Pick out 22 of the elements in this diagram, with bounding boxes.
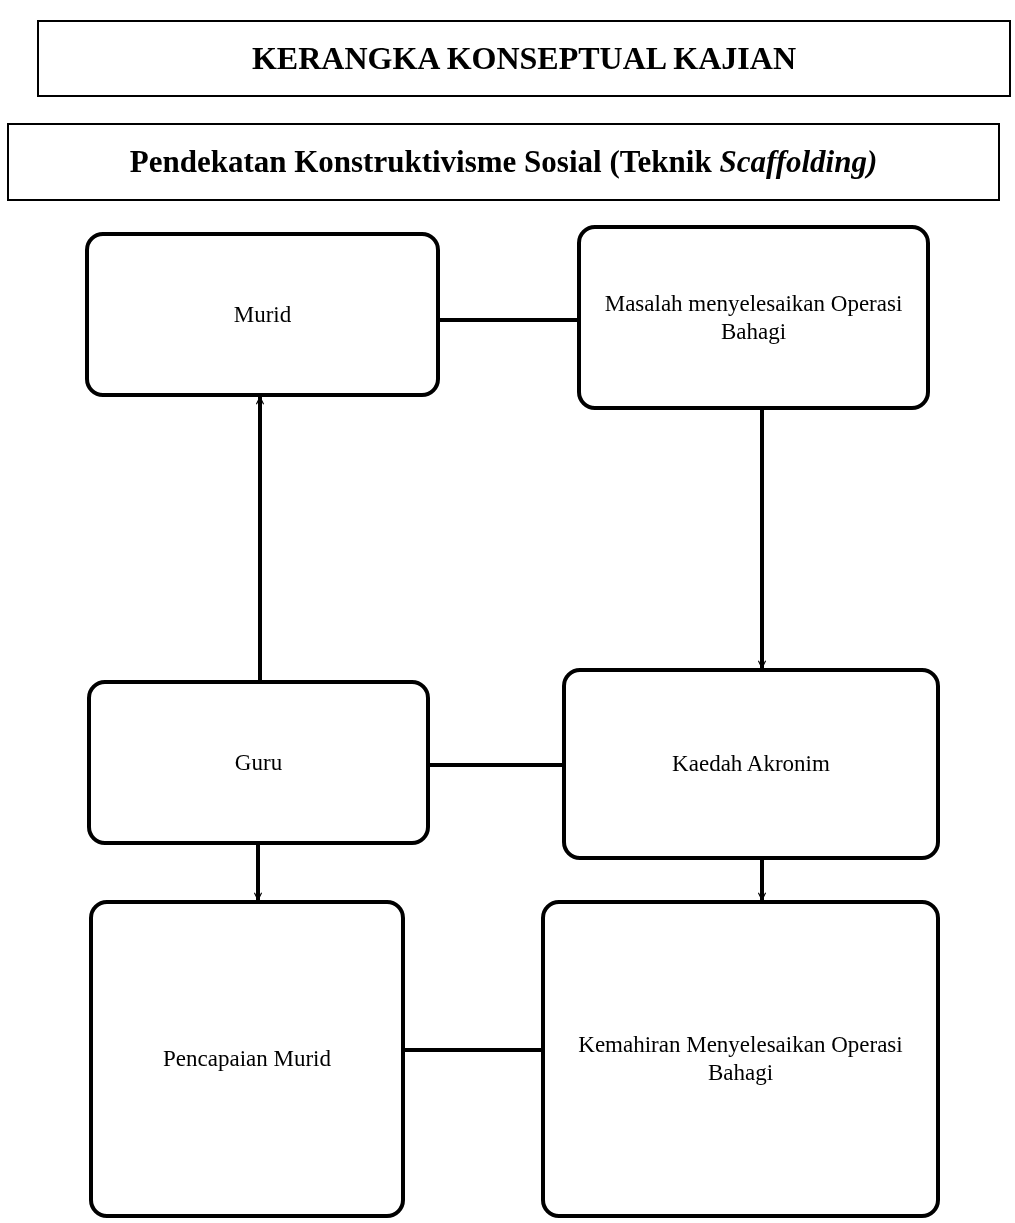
arrow bbox=[757, 410, 767, 669]
heading-box bbox=[7, 123, 1000, 201]
connector-line bbox=[440, 318, 577, 322]
box-label: Guru bbox=[234, 748, 283, 777]
title: KERANGKA KONSEPTUAL KAJIAN bbox=[251, 40, 797, 77]
heading-text: Pendekatan Konstruktivisme Sosial (Teknik Scaffolding) bbox=[129, 143, 878, 181]
arrow bbox=[757, 860, 767, 901]
arrow bbox=[255, 396, 265, 680]
process-box bbox=[85, 232, 440, 397]
box-label: Murid bbox=[233, 300, 292, 329]
box-label: Pencapaian Murid bbox=[163, 1045, 331, 1073]
connector-line bbox=[405, 1048, 541, 1052]
box-label: Kaedah Akronim bbox=[672, 750, 830, 778]
process-box bbox=[577, 225, 930, 410]
process-box bbox=[89, 900, 405, 1218]
process-box bbox=[562, 668, 940, 860]
connector-line bbox=[430, 763, 562, 767]
box-label: Kemahiran Menyelesaikan Operasi Bahagi bbox=[577, 1031, 904, 1087]
box-label: Masalah menyelesaikan Operasi Bahagi bbox=[603, 289, 904, 346]
arrow bbox=[253, 845, 263, 901]
process-box bbox=[541, 900, 940, 1218]
process-box bbox=[87, 680, 430, 845]
